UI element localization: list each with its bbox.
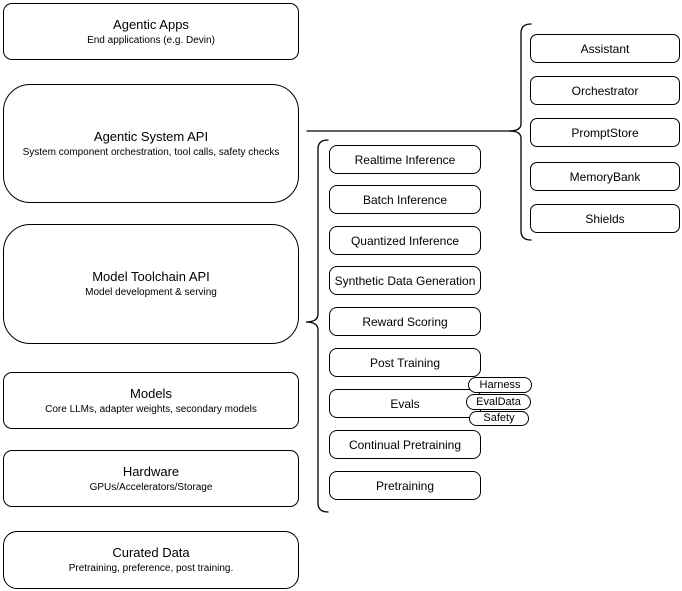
node-promptstore: PromptStore <box>530 118 680 147</box>
node-title: Hardware <box>122 463 180 479</box>
node-agentic-apps: Agentic Apps End applications (e.g. Devi… <box>3 3 299 60</box>
node-title: Curated Data <box>112 545 190 560</box>
node-title: Agentic System API <box>93 128 209 144</box>
badge-safety: Safety <box>469 411 529 426</box>
system-components-brace <box>508 23 532 241</box>
node-shields: Shields <box>530 204 680 233</box>
node-subtitle: Model development & serving <box>85 287 217 298</box>
node-subtitle: Core LLMs, adapter weights, secondary mo… <box>45 403 257 415</box>
node-orchestrator: Orchestrator <box>530 76 680 105</box>
node-subtitle: GPUs/Accelerators/Storage <box>89 481 213 493</box>
node-memorybank: MemoryBank <box>530 162 680 191</box>
node-evals: Evals <box>329 389 481 418</box>
node-agentic-system-api: Agentic System API System component orch… <box>3 84 299 203</box>
badge-evaldata: EvalData <box>466 394 531 410</box>
node-synthetic-data-generation: Synthetic Data Generation <box>329 266 481 295</box>
node-pretraining: Pretraining <box>329 471 481 500</box>
node-model-toolchain-api: Model Toolchain API Model development & … <box>3 224 299 344</box>
node-assistant: Assistant <box>530 34 680 63</box>
node-batch-inference: Batch Inference <box>329 185 481 214</box>
node-continual-pretraining: Continual Pretraining <box>329 430 481 459</box>
node-subtitle: End applications (e.g. Devin) <box>87 34 215 46</box>
node-subtitle: Pretraining, preference, post training. <box>68 563 234 574</box>
node-hardware: Hardware GPUs/Accelerators/Storage <box>3 450 299 507</box>
node-models: Models Core LLMs, adapter weights, secon… <box>3 372 299 429</box>
node-title: Agentic Apps <box>113 16 189 32</box>
node-reward-scoring: Reward Scoring <box>329 307 481 336</box>
node-post-training: Post Training <box>329 348 481 377</box>
node-title: Models <box>130 385 172 401</box>
node-title: Model Toolchain API <box>92 269 210 284</box>
node-realtime-inference: Realtime Inference <box>329 145 481 174</box>
node-subtitle: System component orchestration, tool cal… <box>22 146 280 158</box>
node-curated-data: Curated Data Pretraining, preference, po… <box>3 531 299 589</box>
badge-harness: Harness <box>468 377 532 393</box>
node-quantized-inference: Quantized Inference <box>329 226 481 255</box>
toolchain-brace <box>305 139 329 513</box>
